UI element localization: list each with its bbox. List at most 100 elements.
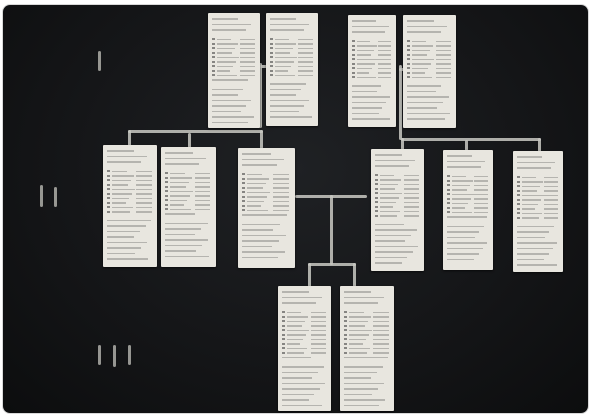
card-checkbox-mark [282, 320, 285, 322]
card-text-line [435, 54, 451, 56]
card-checkbox-mark [212, 38, 215, 40]
card-checkbox-mark [344, 338, 347, 340]
card-text-line [217, 65, 233, 67]
card-checkbox-mark [407, 58, 410, 60]
card-text-line [349, 343, 363, 345]
card-text-line [270, 105, 304, 107]
card-text-line [357, 76, 376, 78]
card-checkbox-mark [270, 56, 273, 58]
card-text-line [247, 187, 264, 189]
card-text-line [403, 183, 419, 185]
card-text-line [380, 174, 395, 176]
card-text-line [452, 189, 467, 191]
card-text-line [310, 347, 326, 349]
card-text-line [242, 240, 279, 242]
card-text-line [375, 234, 411, 236]
card-checkbox-mark [517, 180, 520, 183]
card-checkbox-mark [352, 49, 355, 51]
card-text-line [452, 207, 465, 209]
card-checkbox-mark [447, 206, 450, 209]
card-checkbox-mark [270, 51, 273, 54]
card-text-line [287, 329, 310, 331]
card-text-line [373, 329, 389, 331]
card-text-line [375, 245, 418, 247]
card-text-line [377, 40, 392, 42]
card-text-line [522, 208, 535, 210]
card-text-line [136, 175, 152, 177]
card-text-line [403, 197, 419, 199]
card-text-line [107, 219, 151, 221]
card-text-line [240, 61, 255, 63]
card-text-line [217, 70, 230, 72]
card-checkbox-mark [447, 184, 450, 186]
card-checkbox-mark [344, 333, 347, 336]
card-text-line [380, 210, 401, 212]
card-text-line [217, 43, 238, 45]
card-text-line [112, 175, 134, 177]
card-text-line [273, 205, 290, 207]
card-checkbox-mark [344, 351, 347, 354]
card-checkbox-mark [107, 179, 110, 181]
card-text-line [107, 230, 140, 232]
card-text-line [344, 371, 377, 373]
card-text-line [344, 291, 371, 293]
card-checkbox-mark [107, 197, 110, 199]
card-text-line [298, 61, 313, 63]
card-text-line [412, 45, 434, 47]
card-text-line [212, 94, 238, 96]
card-mid-3 [238, 148, 295, 268]
card-checkbox-mark [352, 53, 355, 56]
card-top-1 [208, 13, 260, 128]
card-checkbox-mark [344, 320, 347, 322]
card-text-line [349, 316, 371, 318]
card-text-line [310, 320, 326, 322]
card-text-line [452, 198, 471, 200]
card-checkbox-mark [352, 62, 355, 65]
card-checkbox-mark [344, 329, 347, 331]
card-text-line [403, 179, 419, 181]
card-text-line [107, 225, 146, 227]
card-text-line [240, 56, 255, 58]
card-text-line [170, 195, 190, 197]
card-checkbox-mark [107, 192, 110, 195]
card-text-line [310, 311, 326, 313]
card-text-line [273, 209, 290, 211]
card-text-line [212, 99, 251, 101]
card-checkbox-mark [212, 47, 215, 49]
card-text-line [517, 247, 553, 249]
card-text-line [107, 155, 147, 157]
card-checkbox-mark [107, 206, 110, 208]
card-checkbox-mark [375, 214, 378, 217]
card-text-line [170, 204, 184, 206]
card-text-line [195, 177, 211, 179]
card-text-line [447, 236, 475, 238]
card-text-line [349, 352, 367, 354]
card-checkbox-mark [270, 47, 273, 49]
card-checkbox-mark [447, 211, 450, 213]
card-text-line [522, 176, 536, 178]
card-text-line [195, 181, 211, 183]
card-text-line [242, 251, 286, 253]
card-text-line [447, 155, 472, 157]
card-text-line [165, 157, 206, 159]
card-text-line [298, 74, 313, 76]
card-text-line [349, 334, 369, 336]
card-text-line [352, 31, 386, 33]
card-text-line [544, 203, 558, 205]
card-text-line [270, 83, 307, 85]
card-checkbox-mark [282, 311, 285, 313]
card-text-line [377, 63, 392, 65]
card-text-line [195, 204, 211, 206]
card-text-line [344, 388, 379, 390]
card-text-line [544, 185, 558, 187]
card-text-line [107, 236, 135, 238]
card-text-line [357, 45, 377, 47]
card-checkbox-mark [212, 42, 215, 45]
card-text-line [344, 296, 384, 298]
card-text-line [240, 47, 255, 49]
card-text-line [282, 393, 315, 395]
card-text-line [407, 85, 442, 87]
card-text-line [435, 49, 451, 51]
card-text-line [375, 240, 406, 242]
card-text-line [474, 207, 488, 209]
